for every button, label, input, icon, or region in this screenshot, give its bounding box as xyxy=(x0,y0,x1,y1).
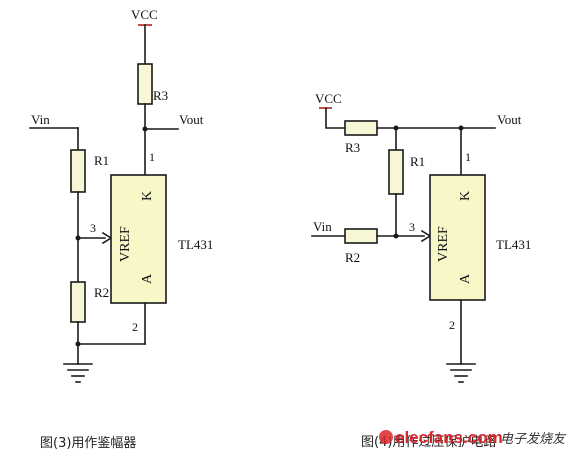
left-pin1-label: 1 xyxy=(149,150,155,164)
watermark-brand: 电子发烧友 xyxy=(500,432,567,447)
left-caption: 图(3)用作鉴幅器 xyxy=(40,436,136,451)
watermark-logo-icon xyxy=(379,430,393,444)
left-vcc-label: VCC xyxy=(131,7,158,22)
right-r2-label: R2 xyxy=(345,250,360,265)
right-pin2-label: 2 xyxy=(449,318,455,332)
left-circuit: VCC R3 Vout 1 Vin R1 3 R2 VREF K A TL431 xyxy=(29,7,213,383)
left-tl431-body xyxy=(110,174,167,304)
left-pin3-label: 3 xyxy=(90,221,96,235)
left-vout-junction xyxy=(142,126,148,132)
right-vcc-wire xyxy=(325,107,346,129)
left-chip-name: TL431 xyxy=(178,237,213,252)
right-r1-resistor xyxy=(388,149,404,195)
left-r1-resistor xyxy=(70,149,86,193)
right-tl431-body xyxy=(429,174,486,301)
right-r1-label: R1 xyxy=(410,154,425,169)
watermark: elecfans.com 电子发烧友 xyxy=(379,428,567,447)
right-pin3-label: 3 xyxy=(409,220,415,234)
right-k-label: K xyxy=(458,191,473,201)
left-r3-resistor xyxy=(137,63,153,105)
left-ground-junction xyxy=(75,341,81,347)
left-r2-label: R2 xyxy=(94,285,109,300)
right-pin1-label: 1 xyxy=(465,150,471,164)
watermark-site: elecfans.com xyxy=(395,428,503,447)
left-pin2-label: 2 xyxy=(132,320,138,334)
left-r3-label: R3 xyxy=(153,88,168,103)
left-vref-label: VREF xyxy=(118,226,133,262)
left-vin-label: Vin xyxy=(31,112,50,127)
right-chip-name: TL431 xyxy=(496,237,531,252)
right-vin-label: Vin xyxy=(313,219,332,234)
right-a-label: A xyxy=(458,273,473,284)
left-a-label: A xyxy=(140,273,155,284)
right-r3-label: R3 xyxy=(345,140,360,155)
right-vcc-label: VCC xyxy=(315,91,342,106)
right-r3-resistor xyxy=(344,120,378,136)
right-vref-label: VREF xyxy=(436,226,451,262)
left-vout-label: Vout xyxy=(179,112,204,127)
right-r2-resistor xyxy=(344,228,378,244)
left-r2-resistor xyxy=(70,281,86,323)
right-vout-label: Vout xyxy=(497,112,522,127)
left-ground-icon xyxy=(63,363,93,383)
right-ground-icon xyxy=(446,363,476,383)
left-k-label: K xyxy=(140,191,155,201)
right-circuit: VCC R3 Vout R1 Vin R2 3 1 VREF K A TL431 xyxy=(311,91,531,383)
right-caption: 图(4)用作过压保护电路 xyxy=(361,434,496,450)
left-r1-label: R1 xyxy=(94,153,109,168)
